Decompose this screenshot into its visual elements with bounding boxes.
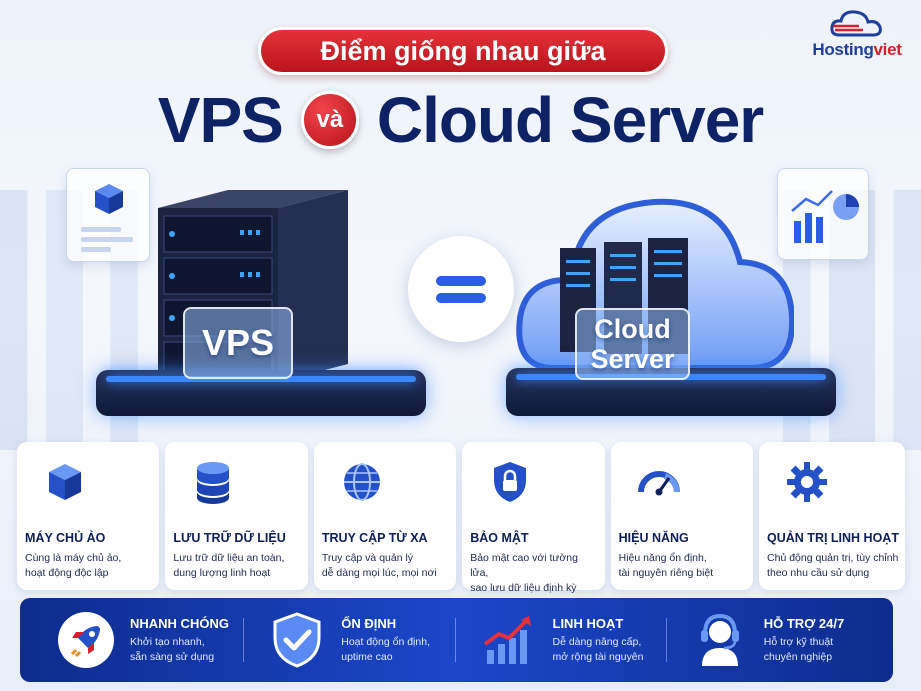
equal-icon xyxy=(436,269,486,310)
feature-desc: Dễ dàng nâng cấp,mở rộng tài nguyên xyxy=(552,635,644,663)
feature-title: ỔN ĐỊNH xyxy=(341,615,397,631)
card-performance: HIỆU NĂNG Hiệu năng ổn định,tài nguyên r… xyxy=(610,442,754,590)
gauge-icon xyxy=(637,471,680,496)
card-title: LƯU TRỮ DỮ LIỆU xyxy=(173,531,286,545)
card-title: BẢO MẬT xyxy=(470,531,529,545)
growth-chart-icon xyxy=(483,616,531,664)
cloud-label-panel: Cloud Server xyxy=(575,308,690,380)
card-desc: Hiệu năng ổn định,tài nguyên riêng biệt xyxy=(618,552,714,579)
equal-sign-badge xyxy=(408,236,514,342)
floating-cube-panel xyxy=(66,168,150,262)
card-virtual-server: MÁY CHỦ ẢO Cùng là máy chủ ảo,hoạt động … xyxy=(17,442,160,590)
card-data-storage: LƯU TRỮ DỮ LIỆU Lưu trữ dữ liệu an toàn,… xyxy=(165,442,308,590)
cloud-label-line1: Cloud xyxy=(594,314,671,344)
cloud-logo-icon xyxy=(829,8,885,38)
check-shield-icon xyxy=(273,612,321,668)
feature-fast: NHANH CHÓNG Khởi tạo nhanh,sẵn sàng sử d… xyxy=(34,610,245,670)
card-title: QUẢN TRỊ LINH HOẠT xyxy=(767,531,899,545)
hostingviet-logo[interactable]: Hostingviet xyxy=(807,8,907,70)
floating-chart-panel xyxy=(777,168,869,260)
card-title: HIỆU NĂNG xyxy=(618,531,689,545)
feature-stable: ỔN ĐỊNH Hoạt động ổn định,uptime cao xyxy=(243,610,456,670)
card-desc: Cùng là máy chủ ảo,hoạt động độc lập xyxy=(25,552,122,579)
gear-icon xyxy=(787,462,828,502)
feature-title: HỖ TRỢ 24/7 xyxy=(763,615,845,631)
title-vps: VPS xyxy=(157,84,284,156)
title-cloud-server: Cloud Server xyxy=(376,84,764,156)
card-desc: Lưu trữ dữ liệu an toàn,dung lượng linh … xyxy=(173,552,285,579)
feature-desc: Hoạt động ổn định,uptime cao xyxy=(341,635,430,663)
card-title: TRUY CẬP TỪ XA xyxy=(321,531,428,545)
shield-lock-icon xyxy=(494,462,527,502)
rocket-icon xyxy=(58,612,114,668)
feature-desc: Khởi tạo nhanh,sẵn sàng sử dụng xyxy=(130,635,215,663)
card-desc: Bảo mật cao với tường lửa,sao lưu dữ liệ… xyxy=(470,552,578,594)
cube-icon xyxy=(49,464,81,500)
title-banner: Điểm giống nhau giữa xyxy=(258,27,668,75)
page-title: VPS và Cloud Server xyxy=(0,80,921,160)
feature-title: NHANH CHÓNG xyxy=(130,615,229,631)
cloud-label-line2: Server xyxy=(590,344,675,374)
similarity-cards: MÁY CHỦ ẢO Cùng là máy chủ ảo,hoạt động … xyxy=(17,442,905,594)
cube-panel-icon xyxy=(81,184,133,252)
features-bar: NHANH CHÓNG Khởi tạo nhanh,sẵn sàng sử d… xyxy=(20,598,893,682)
headset-icon xyxy=(700,613,739,666)
globe-icon xyxy=(343,463,380,501)
database-icon xyxy=(197,462,230,504)
vps-label-panel: VPS xyxy=(183,307,293,379)
card-title: MÁY CHỦ ẢO xyxy=(25,531,106,545)
feature-flexible: LINH HOẠT Dễ dàng nâng cấp,mở rộng tài n… xyxy=(454,610,668,670)
feature-title: LINH HOẠT xyxy=(552,615,624,631)
logo-text: Hostingviet xyxy=(812,40,902,59)
card-security: BẢO MẬT Bảo mật cao với tường lửa,sao lư… xyxy=(462,442,605,594)
card-flexible-admin: QUẢN TRỊ LINH HOẠT Chủ động quản trị, tù… xyxy=(759,442,905,590)
chart-panel-icon xyxy=(791,190,859,243)
title-connector-badge: và xyxy=(300,91,359,149)
